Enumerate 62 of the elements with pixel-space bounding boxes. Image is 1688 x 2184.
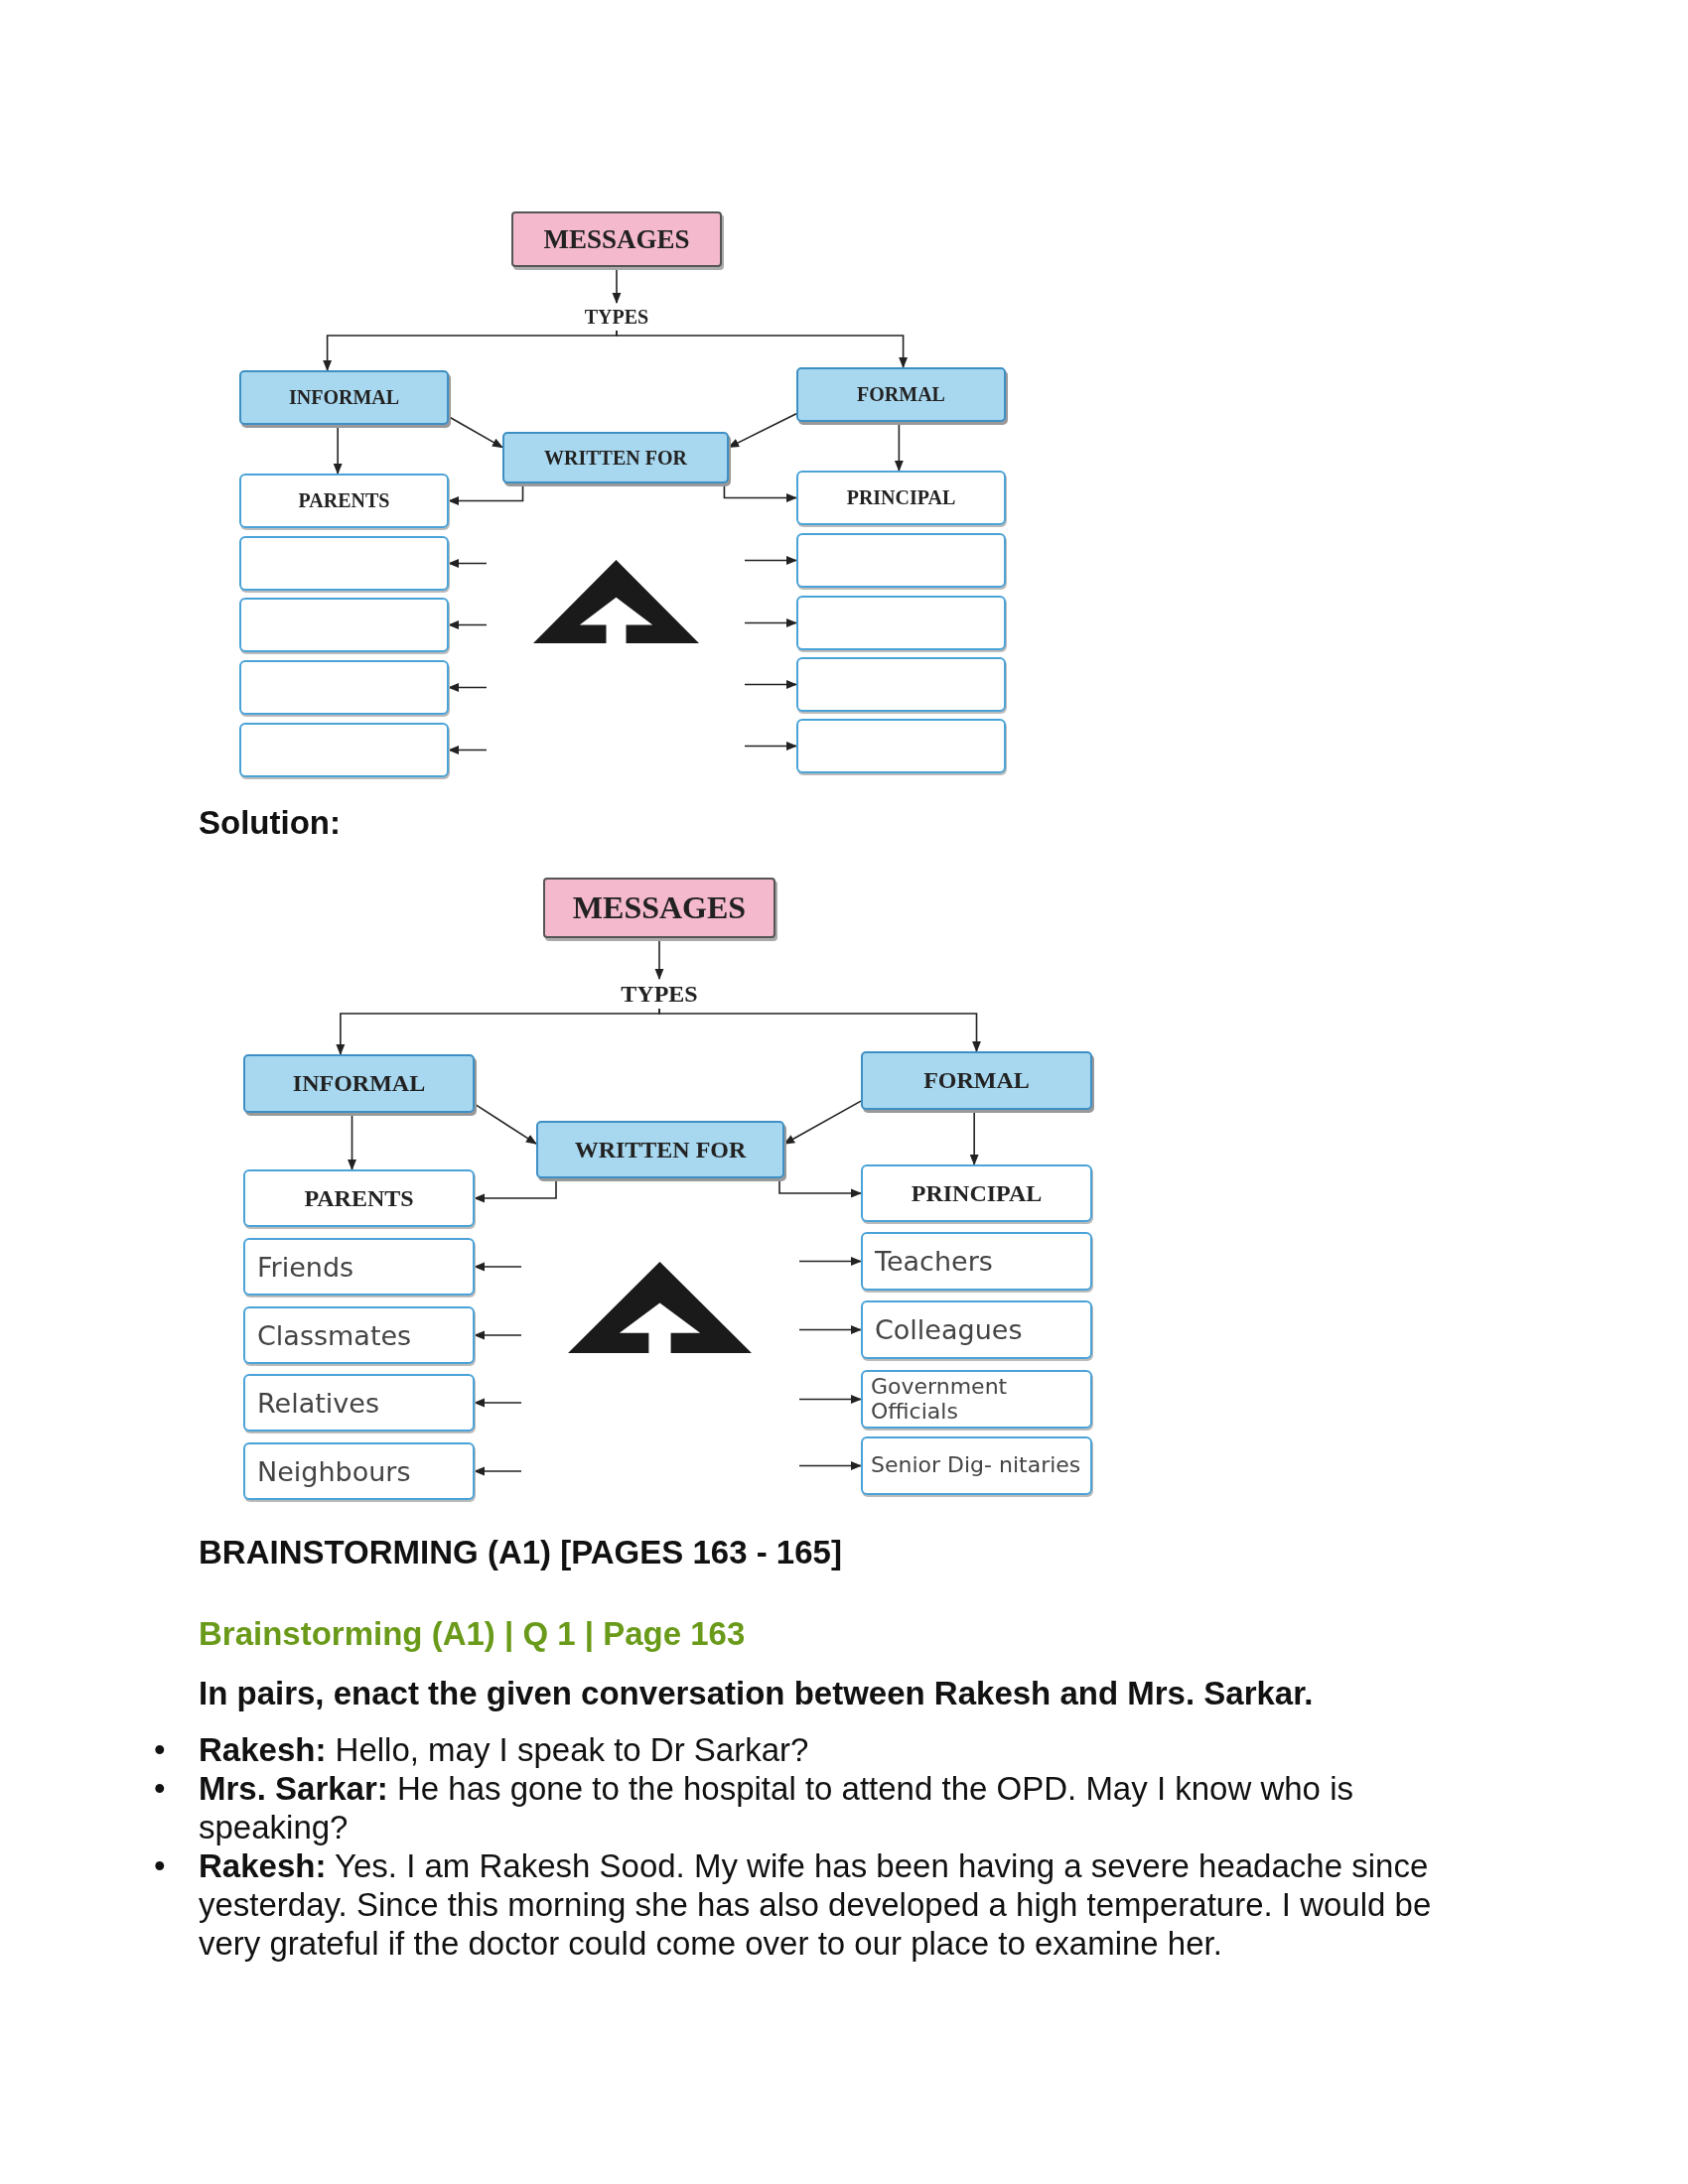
category-box: FORMAL — [796, 367, 1006, 422]
arrow — [447, 559, 488, 568]
answer-box: Classmates — [243, 1306, 475, 1364]
arrow — [658, 1008, 981, 1053]
dialogue-line: Rakesh: Yes. I am Rakesh Sood. My wife has been having a severe headache since yesterday. Since this morning she has also developed a high temperature. I would be very grateful if the doctor could come over to our place to examine her. — [199, 1846, 1433, 1963]
section-heading: Solution: — [199, 804, 341, 842]
arrow — [473, 1330, 522, 1340]
empty-answer-box — [239, 598, 449, 652]
branch-label: TYPES — [615, 979, 704, 1009]
arrow — [473, 1262, 522, 1272]
title-box: MESSAGES — [543, 878, 775, 938]
empty-answer-box — [239, 723, 449, 777]
answer-box: Senior Dig- nitaries — [861, 1436, 1092, 1495]
arrow — [616, 330, 909, 369]
answer-box: PRINCIPAL — [796, 471, 1006, 525]
category-box: INFORMAL — [243, 1054, 475, 1113]
arrow — [798, 1461, 863, 1470]
arrow — [783, 1100, 862, 1145]
instruction-text: In pairs, enact the given conversation between Rakesh and Mrs. Sarkar. — [199, 1675, 1314, 1712]
arrow — [798, 1395, 863, 1404]
answer-box: Colleagues — [861, 1300, 1092, 1359]
answer-box: Government Officials — [861, 1370, 1092, 1429]
answer-box: PARENTS — [239, 474, 449, 528]
arrow — [798, 1257, 863, 1266]
dialogue-line: Rakesh: Hello, may I speak to Dr Sarkar? — [199, 1730, 810, 1769]
category-box: WRITTEN FOR — [536, 1121, 784, 1178]
branch-label: TYPES — [572, 303, 661, 331]
arrow — [448, 415, 503, 449]
empty-answer-box — [239, 536, 449, 591]
arrow — [744, 742, 798, 751]
empty-answer-box — [796, 657, 1006, 712]
question-heading: Brainstorming (A1) | Q 1 | Page 163 — [199, 1615, 746, 1653]
section-heading: BRAINSTORMING (A1) [PAGES 163 - 165] — [199, 1534, 842, 1571]
title-box: MESSAGES — [511, 211, 722, 267]
answer-box: Teachers — [861, 1232, 1092, 1291]
answer-box: PARENTS — [243, 1169, 475, 1227]
arrow — [447, 746, 488, 754]
empty-answer-box — [239, 660, 449, 715]
arrow — [728, 412, 797, 449]
answer-box: Friends — [243, 1238, 475, 1296]
bullet: • — [154, 1769, 167, 1809]
category-box: FORMAL — [861, 1051, 1092, 1110]
answer-box: Neighbours — [243, 1442, 475, 1500]
arrow — [447, 683, 488, 692]
arrow — [744, 618, 798, 627]
answer-box: Relatives — [243, 1374, 475, 1432]
category-box: INFORMAL — [239, 370, 449, 425]
arrow — [798, 1325, 863, 1334]
empty-answer-box — [796, 596, 1006, 650]
arrow — [744, 556, 798, 565]
arrow — [474, 1103, 537, 1145]
bullet: • — [154, 1730, 167, 1769]
arrow — [473, 1466, 522, 1476]
arrow — [473, 1398, 522, 1408]
empty-answer-box — [796, 719, 1006, 773]
bullet: • — [154, 1846, 167, 1886]
category-box: WRITTEN FOR — [502, 432, 729, 483]
dialogue-line: Mrs. Sarkar: He has gone to the hospital to attend the OPD. May I know who is speaking? — [199, 1769, 1354, 1846]
arrow — [447, 620, 488, 629]
arrow — [744, 680, 798, 689]
empty-answer-box — [796, 533, 1006, 588]
answer-box: PRINCIPAL — [861, 1164, 1092, 1222]
